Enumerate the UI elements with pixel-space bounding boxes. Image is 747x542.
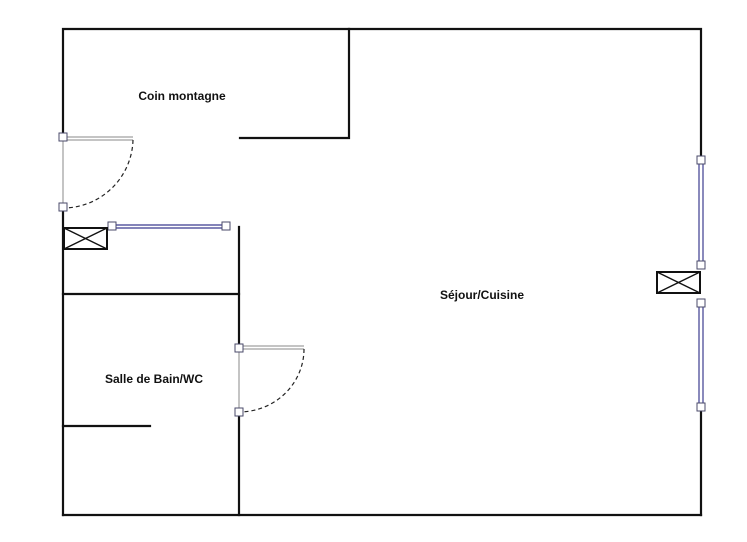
wall-top: [61, 27, 703, 162]
bathroom-partitions: [61, 225, 241, 517]
radiator-box-right: [656, 271, 701, 294]
door-swing-arc: [62, 139, 134, 209]
coin-montagne-partition: [238, 27, 351, 140]
window-handle: [107, 221, 117, 231]
partition-coin-montagne: [238, 27, 351, 140]
window-right-upper: [696, 155, 706, 270]
outer-walls: [61, 27, 703, 517]
door-bathroom: [234, 343, 305, 417]
door-handle: [58, 202, 68, 212]
door-swing-arc: [238, 348, 305, 413]
window-right-lower: [696, 298, 706, 412]
door-handle: [58, 132, 68, 142]
door-coin-montagne: [58, 132, 134, 212]
window-handle: [696, 260, 706, 270]
window-handle: [696, 298, 706, 308]
door-handle: [234, 343, 244, 353]
window-bathroom-top: [107, 221, 231, 231]
window-handle: [221, 221, 231, 231]
door-handle: [234, 407, 244, 417]
window-handle: [696, 155, 706, 165]
window-handle: [696, 402, 706, 412]
room-label-sejour-cuisine: Séjour/Cuisine: [440, 288, 524, 302]
room-label-coin-montagne: Coin montagne: [138, 89, 226, 103]
room-label-salle-de-bain: Salle de Bain/WC: [105, 372, 203, 386]
radiator-box-left: [63, 227, 108, 250]
